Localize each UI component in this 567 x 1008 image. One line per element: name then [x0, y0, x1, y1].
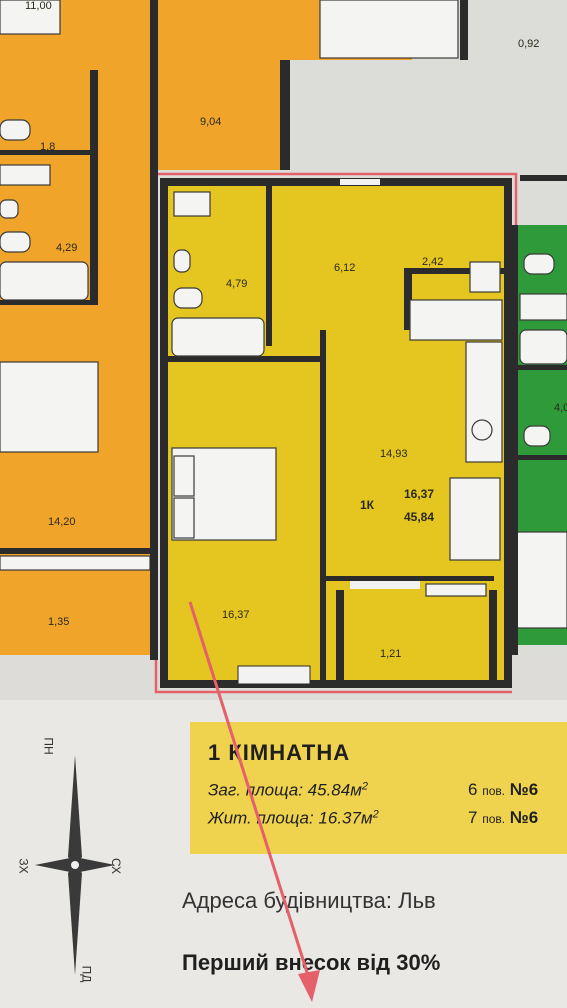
construction-address: Адреса будівництва: Льв: [182, 888, 436, 913]
floor1-number: 6: [468, 780, 478, 799]
compass-west: ЗХ: [16, 858, 31, 874]
living-area-label: Жит. площа: 16.37м: [208, 808, 373, 828]
total-area-label: Заг. площа: 45.84м: [208, 780, 362, 800]
compass-north: ПН: [41, 737, 56, 755]
info-box: 1 КІМНАТНА Заг. площа: 45.84м2 Жит. площ…: [190, 722, 567, 854]
total-area-row: Заг. площа: 45.84м2: [208, 780, 368, 801]
compass-south: ПД: [79, 965, 94, 983]
unit-tag: 1К: [360, 498, 374, 512]
area-bath-left-small: 1,8: [40, 141, 56, 153]
floor2-unit: пов.: [482, 812, 506, 826]
floor2-number: 7: [468, 808, 478, 827]
floor1-apartment-no: №6: [509, 780, 539, 799]
sofa: [449, 477, 501, 561]
compass-rose: ПН ПД ЗХ СХ: [16, 735, 130, 995]
area-room-left: 14,20: [48, 516, 76, 528]
area-balcony-left: 1,35: [48, 616, 70, 628]
living-area-row: Жит. площа: 16.37м2: [208, 808, 379, 829]
area-kitchen: 14,93: [380, 448, 408, 460]
floor-row-1: 6 пов. №6: [468, 780, 538, 800]
compass-east: СХ: [109, 858, 123, 874]
area-bath: 4,79: [226, 278, 248, 290]
info-title: 1 КІМНАТНА: [208, 740, 351, 765]
area-right-edge: 4,0: [554, 402, 567, 414]
area-hall-left: 9,04: [200, 116, 222, 128]
area-bath-left: 4,29: [56, 242, 78, 254]
area-right-top: 0,92: [518, 38, 540, 50]
floor-plan: [0, 0, 567, 700]
unit-total-area: 45,84: [404, 510, 435, 524]
floor-row-2: 7 пов. №6: [468, 808, 538, 828]
living-area-sup: 2: [372, 808, 379, 820]
floor1-unit: пов.: [482, 784, 506, 798]
area-balcony: 1,21: [380, 648, 402, 660]
area-wc: 2,42: [422, 256, 444, 268]
area-bedroom: 16,37: [222, 609, 250, 621]
area-corridor: 6,12: [334, 262, 356, 274]
unit-living-area: 16,37: [404, 487, 435, 501]
floor2-apartment-no: №6: [509, 808, 539, 827]
compass-icon: [35, 755, 115, 975]
total-area-sup: 2: [361, 780, 368, 792]
area-left-top: 11,00: [25, 0, 52, 12]
first-deposit: Перший внесок від 30%: [182, 950, 441, 975]
